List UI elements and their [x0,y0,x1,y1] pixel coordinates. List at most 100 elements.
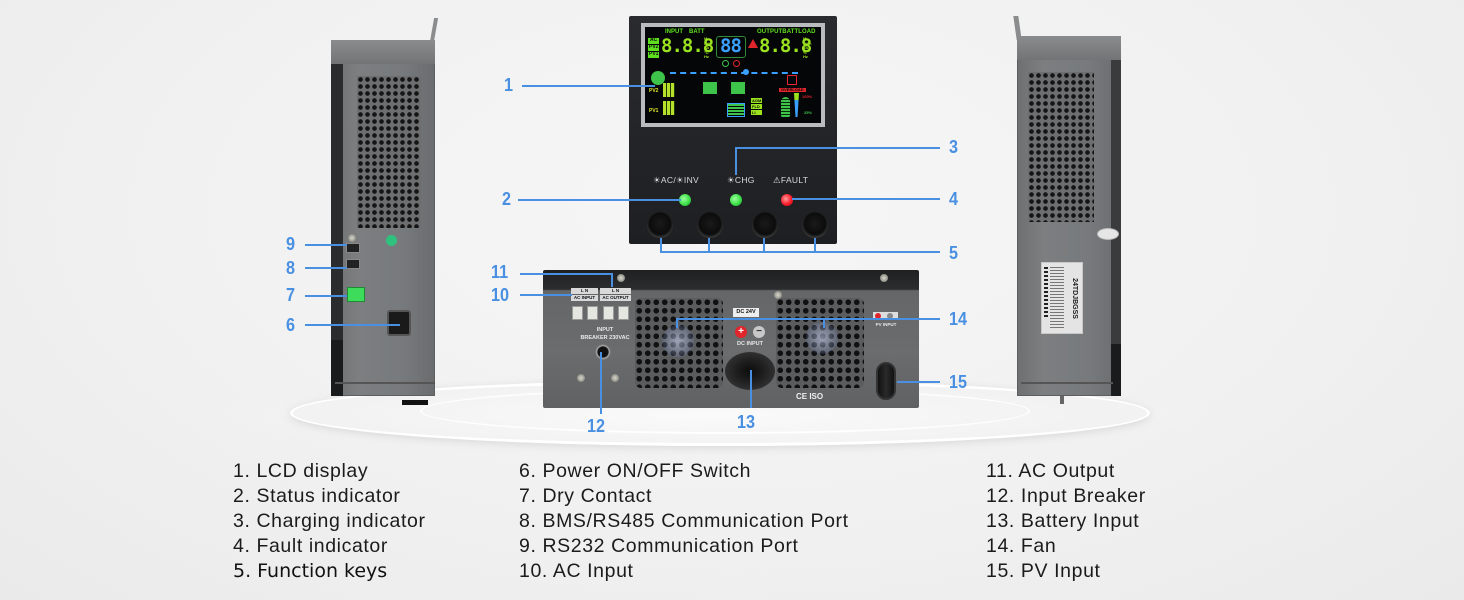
callout-12: 12 [587,416,606,436]
right-unit-edge [1111,60,1121,396]
callout-line-5-stem [660,238,662,252]
ac-input-terminal-l [572,306,583,320]
callout-line-10 [520,294,572,296]
callout-3: 3 [949,137,959,157]
pv-positive-icon [875,313,881,319]
callout-9: 9 [286,234,296,254]
callout-line-13 [750,370,752,408]
callout-11: 11 [491,262,509,282]
callout-line-4 [792,198,940,200]
function-key-1[interactable] [647,212,673,238]
callout-line-11 [520,273,612,275]
callout-10: 10 [491,285,510,305]
callout-line-6 [305,324,400,326]
ac-output-terminal-n [618,306,629,320]
legend-item-2: 2. Status indicator [233,485,401,507]
ac-input-terminal-n [587,306,598,320]
callout-line-9 [305,244,347,246]
callout-line-3 [735,147,940,149]
screw [880,274,888,282]
callout-line-3-stem [735,147,737,175]
sticker-badge [1097,228,1119,240]
lcd-pv2-panel-icon [663,83,675,97]
ground-terminal [386,235,397,246]
callout-1: 1 [504,75,514,95]
left-unit-top [331,40,435,64]
legend-item-15: 15. PV Input [986,560,1101,582]
front-panel: INPUT BATT OUTPUTBATTLOAD AC PV2 PV1 8.8… [629,16,837,244]
legend-item-13: 13. Battery Input [986,510,1140,532]
lcd-batt-label: BATT [689,29,705,35]
lcd-ac-source-icon [651,71,665,85]
function-key-3[interactable] [752,212,778,238]
charging-led [730,194,742,206]
pv-polarity-plate [873,312,898,320]
left-unit-seam [335,382,435,384]
bms-rs485-port [346,259,360,269]
legend-item-3: 3. Charging indicator [233,510,426,532]
lcd-pv1-panel-icon [663,101,675,115]
screw [348,234,356,242]
lcd-left-unit: VA [704,45,710,50]
callout-13: 13 [737,412,756,432]
lcd-right-unit: VA [803,45,809,50]
lcd-left-unit: kWh [704,40,713,46]
lcd-right-digits: 8.8.8 [759,35,812,57]
callout-line-1 [522,85,655,87]
callout-5: 5 [949,243,959,263]
lcd-flow-line [670,72,798,74]
callout-line-14-stem [823,318,825,328]
rear-panel: L N AC INPUT L N AC OUTPUT INPUT BREAKER… [543,270,919,408]
function-key-2[interactable] [697,212,723,238]
ac-input-label: AC INPUT [571,295,598,301]
lcd-left-digits: 8.8.8 [661,35,714,57]
lcd-display: INPUT BATT OUTPUTBATTLOAD AC PV2 PV1 8.8… [641,23,825,127]
left-vent-mesh [357,76,421,228]
lcd-flow-node [743,69,749,75]
lcd-charger-icon [703,82,717,94]
callout-line-5 [660,251,940,253]
rating-label: 24TDJBGSS [1041,262,1083,334]
lcd-right-unit: Hz [803,54,808,59]
input-breaker[interactable] [595,344,611,360]
lcd-battery-icon [727,103,745,117]
lcd-center-frame [716,36,746,58]
function-key-4[interactable] [802,212,828,238]
right-unit-top [1017,36,1121,60]
callout-line-5-stem [763,238,765,252]
chg-led-label: ☀CHG [727,175,755,185]
lcd-right-unit: % [803,49,807,55]
breaker-label-line2: BREAKER 230VAC [580,335,630,341]
callout-6: 6 [286,315,296,335]
lcd-battery-tag: FLD [751,104,763,109]
lcd-center-digits: 88 [720,35,742,57]
fan-right [806,322,838,354]
callout-15: 15 [949,372,968,392]
screw [774,291,782,299]
callout-line-12 [600,352,602,414]
lcd-output-label: OUTPUTBATTLOAD [757,29,816,35]
callout-line-2 [518,199,681,201]
ac-inv-led-label: ☀AC/☀INV [653,175,699,185]
callout-line-5-stem [814,238,816,252]
lcd-tag-ac: AC [648,37,660,44]
lcd-inverter-icon [731,82,745,94]
lcd-battery-tag: AGM [751,98,763,103]
screw [611,374,619,382]
callout-line-14 [676,318,940,320]
right-unit-seam [1021,382,1113,384]
fault-led [781,194,793,206]
callout-8: 8 [286,258,296,278]
left-unit-foot [402,400,428,405]
screw [617,274,625,282]
dc-negative-icon: − [753,326,765,338]
power-switch [387,310,411,336]
breaker-label-line1: INPUT [596,327,614,333]
lcd-tag-pv2: PV2 [648,44,660,51]
callout-line-15 [897,381,940,383]
model-label: 24TDJBGSS [1070,277,1078,319]
callout-line-8 [305,267,347,269]
rs232-port [346,243,360,253]
right-vent-mesh [1028,72,1094,222]
lcd-battery-tag: LI [751,110,763,115]
